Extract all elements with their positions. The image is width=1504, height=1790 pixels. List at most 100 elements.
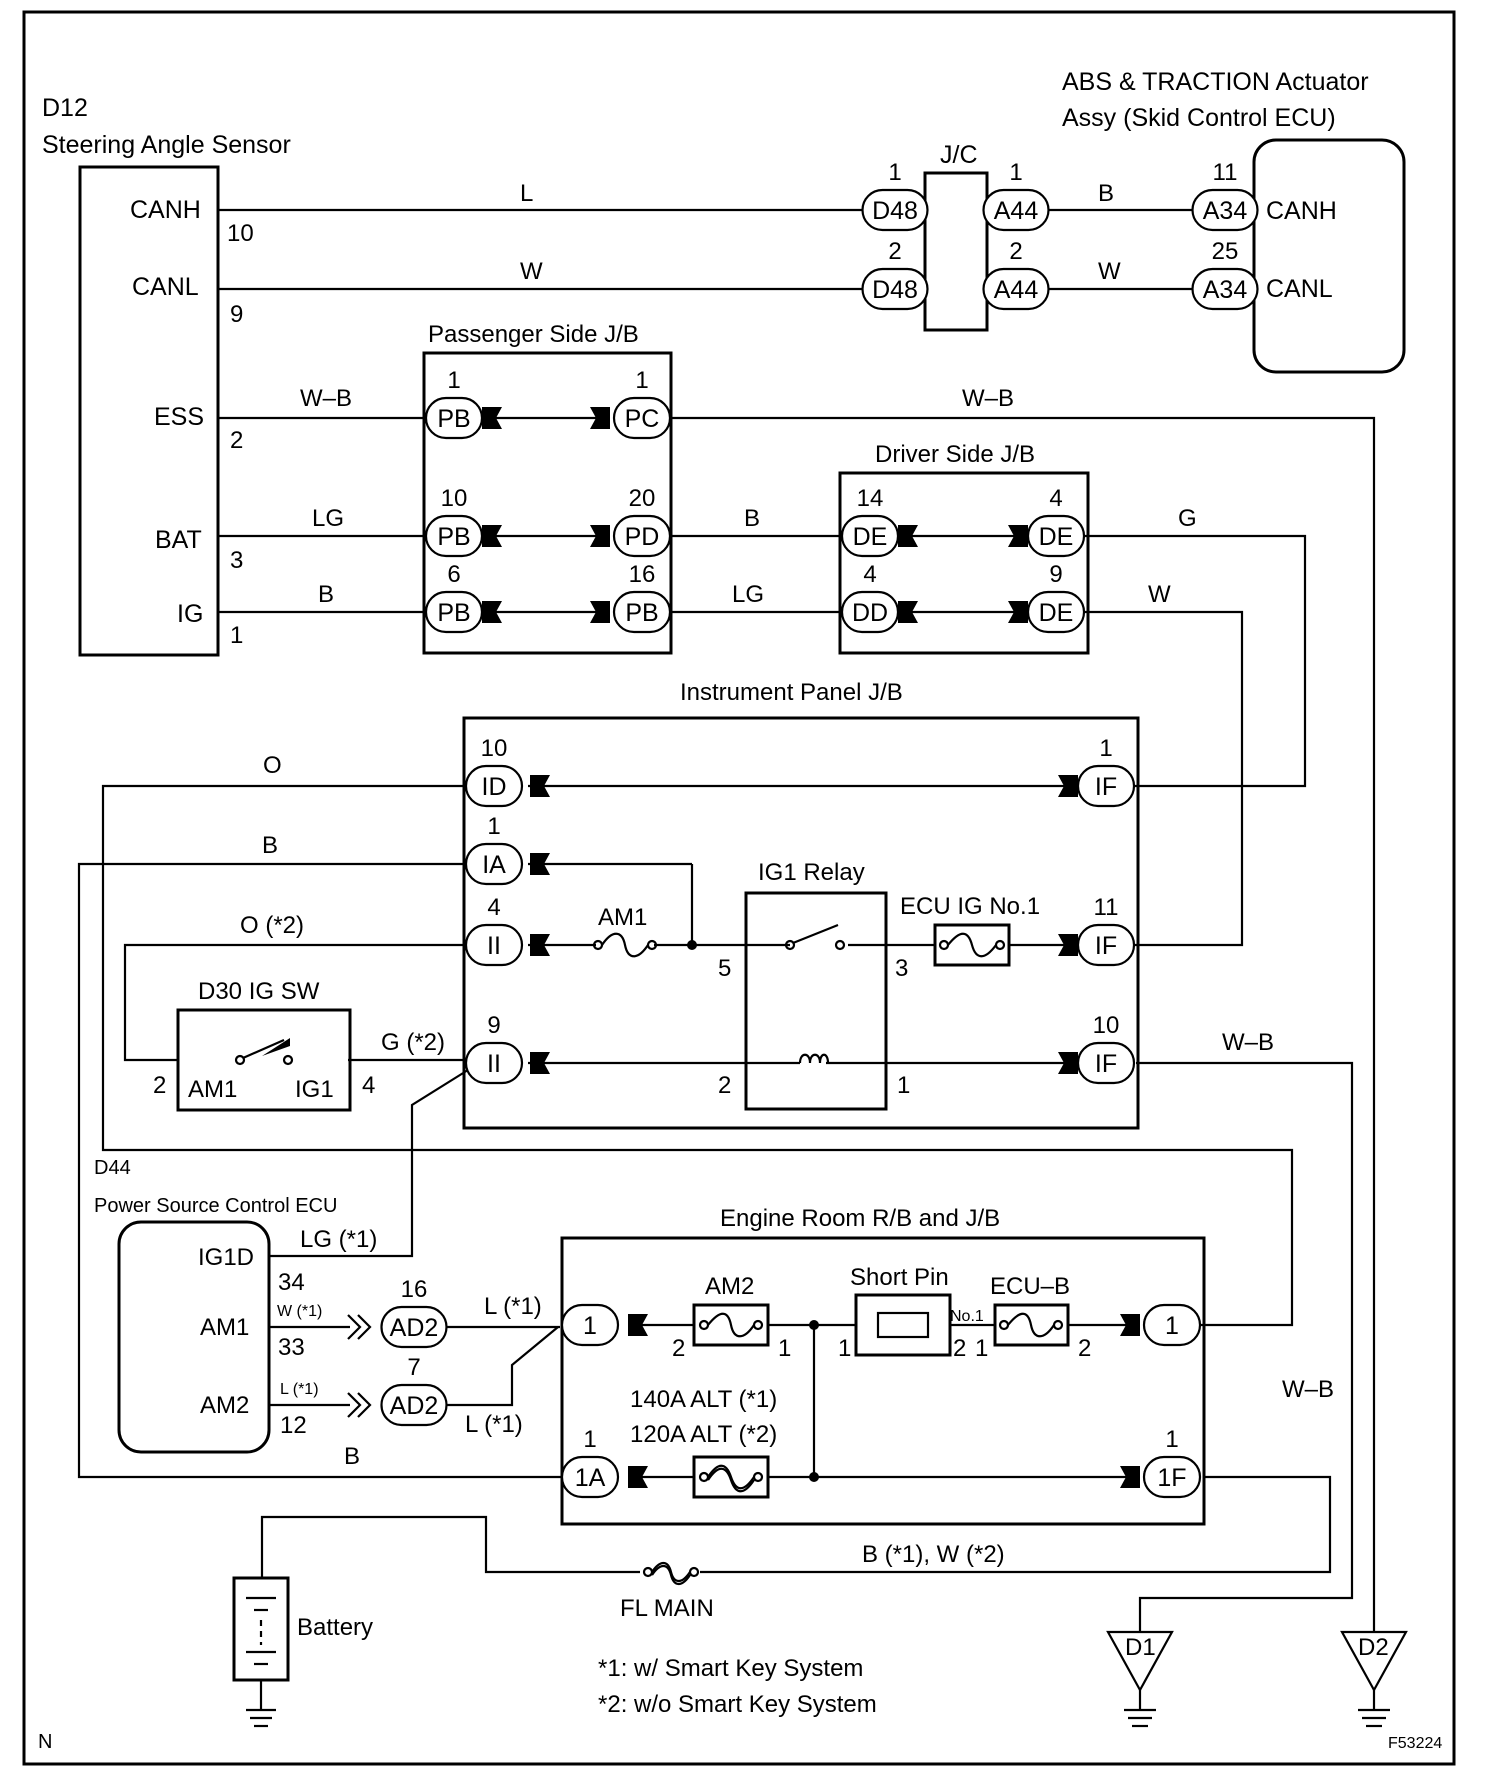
relay-pin-1: 1 bbox=[897, 1072, 910, 1099]
connector-A34-pill bbox=[1191, 188, 1259, 232]
am1-fuse-symbol bbox=[592, 932, 658, 958]
wire-l1a-color: L (*1) bbox=[484, 1293, 542, 1320]
connector-IF-label: IF bbox=[1095, 773, 1117, 801]
connector-DE-pill bbox=[1026, 590, 1086, 634]
connector-IF-pin-10: 10 bbox=[1093, 1012, 1120, 1039]
connector-1F-pin-1: 1 bbox=[1165, 1426, 1178, 1453]
wire-w1-color: W (*1) bbox=[277, 1303, 322, 1320]
connector-IF-pin-1: 1 bbox=[1099, 735, 1112, 762]
power-ecu-pinnum-12: 12 bbox=[280, 1412, 307, 1439]
connector-A44-pin-1: 1 bbox=[1009, 159, 1022, 186]
connector-D48-label: D48 bbox=[872, 276, 918, 304]
instrument-jb-label: Instrument Panel J/B bbox=[680, 679, 903, 706]
wire-bw-color: B (*1), W (*2) bbox=[862, 1541, 1005, 1568]
wire-ess bbox=[218, 416, 1376, 1632]
sensor-pinnum-9: 9 bbox=[230, 301, 243, 328]
connector-1-pill bbox=[560, 1303, 620, 1347]
connector-PB-pill bbox=[612, 590, 672, 634]
connector-DE-pin-14: 14 bbox=[857, 485, 884, 512]
short-pin-label: Short Pin bbox=[850, 1264, 949, 1291]
connector-1F-label: 1F bbox=[1157, 1464, 1186, 1492]
sensor-pinnum-10: 10 bbox=[227, 220, 254, 247]
engine-rb-internal bbox=[628, 1314, 1140, 1488]
wire-l1b-color: L (*1) bbox=[465, 1411, 523, 1438]
abs-pin-canh: CANH bbox=[1266, 197, 1337, 225]
connector-ID-label: ID bbox=[482, 773, 507, 801]
wire-bat-r-color: G bbox=[1178, 505, 1197, 532]
relay-pin-2: 2 bbox=[718, 1072, 731, 1099]
connector-DE-label: DE bbox=[853, 523, 888, 551]
connector-A44-label: A44 bbox=[994, 197, 1039, 225]
ig-sw-contact-symbol bbox=[234, 1038, 294, 1066]
engine-rb-label: Engine Room R/B and J/B bbox=[720, 1205, 1000, 1232]
am1-fuse-label: AM1 bbox=[598, 904, 647, 931]
connector-AD2-pin-16: 16 bbox=[401, 1276, 428, 1303]
wire-o-color: O bbox=[263, 752, 282, 779]
connector-D48-pin-1: 1 bbox=[888, 159, 901, 186]
wire-1f bbox=[260, 1475, 1332, 1578]
wire-l1-small-color: L (*1) bbox=[280, 1381, 319, 1398]
diagram-frame bbox=[22, 10, 1456, 1766]
sensor-pinnum-2: 2 bbox=[230, 427, 243, 454]
alt-fuse-label-1: 140A ALT (*1) bbox=[630, 1386, 777, 1413]
connector-ID-pin-10: 10 bbox=[481, 735, 508, 762]
connector-D48-label: D48 bbox=[872, 197, 918, 225]
wire-am2 bbox=[268, 1326, 559, 1407]
connector-1A-pill bbox=[560, 1455, 620, 1499]
driver-jb-box bbox=[838, 471, 1090, 655]
ecu-b-pin-1: 1 bbox=[975, 1335, 988, 1362]
connector-PB-label: PB bbox=[625, 599, 658, 627]
engine-rb-box bbox=[560, 1236, 1206, 1526]
wire-wb-if10-color: W–B bbox=[1222, 1029, 1274, 1056]
ig-sw-pinnum-4: 4 bbox=[362, 1072, 375, 1099]
ig1-relay-label: IG1 Relay bbox=[758, 859, 865, 886]
fl-main-label: FL MAIN bbox=[620, 1595, 714, 1622]
connector-PB-pin-1: 1 bbox=[447, 367, 460, 394]
power-ecu-pin-am1: AM1 bbox=[200, 1314, 249, 1341]
connector-IF-pin-11: 11 bbox=[1094, 894, 1119, 921]
note-2: *2: w/o Smart Key System bbox=[598, 1691, 877, 1718]
wire-wb-if10 bbox=[1136, 1061, 1354, 1632]
no1-label: No.1 bbox=[950, 1308, 984, 1325]
steering-sensor-code: D12 bbox=[42, 94, 88, 122]
connector-PC-label: PC bbox=[625, 405, 660, 433]
wire-bat-color: LG bbox=[312, 505, 344, 532]
ig-sw-box bbox=[176, 1008, 352, 1112]
sensor-pinnum-1: 1 bbox=[230, 622, 243, 649]
connector-D48-pill bbox=[861, 188, 929, 232]
connector-PB-label: PB bbox=[437, 599, 470, 627]
connector-A34-label: A34 bbox=[1203, 197, 1248, 225]
connector-II-label: II bbox=[487, 932, 501, 960]
abs-title-1: ABS & TRACTION Actuator bbox=[1062, 68, 1369, 96]
wire-bat-mid-color: B bbox=[744, 505, 760, 532]
connector-PB-pill bbox=[424, 590, 484, 634]
passenger-jb-box bbox=[422, 351, 673, 655]
connector-1A-pin-1: 1 bbox=[583, 1426, 596, 1453]
wire-o bbox=[101, 784, 1294, 1327]
power-ecu-pinnum-34: 34 bbox=[278, 1269, 305, 1296]
abs-box bbox=[1252, 138, 1406, 374]
ecu-ig-fuse-symbol bbox=[933, 923, 1011, 967]
sensor-pin-bat: BAT bbox=[155, 526, 202, 554]
ig-sw-pinnum-2: 2 bbox=[153, 1072, 166, 1099]
wire-lg1 bbox=[268, 1069, 469, 1258]
wire-ess-color: W–B bbox=[300, 385, 352, 412]
connector-group: D481D482A441A442A3411A3425PB1PC1PB10PD20… bbox=[380, 159, 1259, 1499]
connector-PB-pin-10: 10 bbox=[441, 485, 468, 512]
ig-sw-label: D30 IG SW bbox=[198, 978, 320, 1005]
connector-II-pill bbox=[464, 1041, 524, 1085]
wire-lg1-color: LG (*1) bbox=[300, 1226, 377, 1253]
connector-DD-pin-4: 4 bbox=[863, 561, 876, 588]
connector-D48-pill bbox=[861, 267, 929, 311]
connector-D48-pin-2: 2 bbox=[888, 238, 901, 265]
connector-IF-pill bbox=[1076, 923, 1136, 967]
connector-A44-pin-2: 2 bbox=[1009, 238, 1022, 265]
ad2-arrows bbox=[347, 1314, 372, 1418]
corner-mark: N bbox=[38, 1731, 52, 1753]
abs-pin-canl: CANL bbox=[1266, 275, 1333, 303]
ig1-relay-box bbox=[744, 891, 888, 1111]
alt-fuse-label-2: 120A ALT (*2) bbox=[630, 1421, 777, 1448]
wire-ig-color: B bbox=[318, 581, 334, 608]
connector-DE-label: DE bbox=[1039, 599, 1074, 627]
